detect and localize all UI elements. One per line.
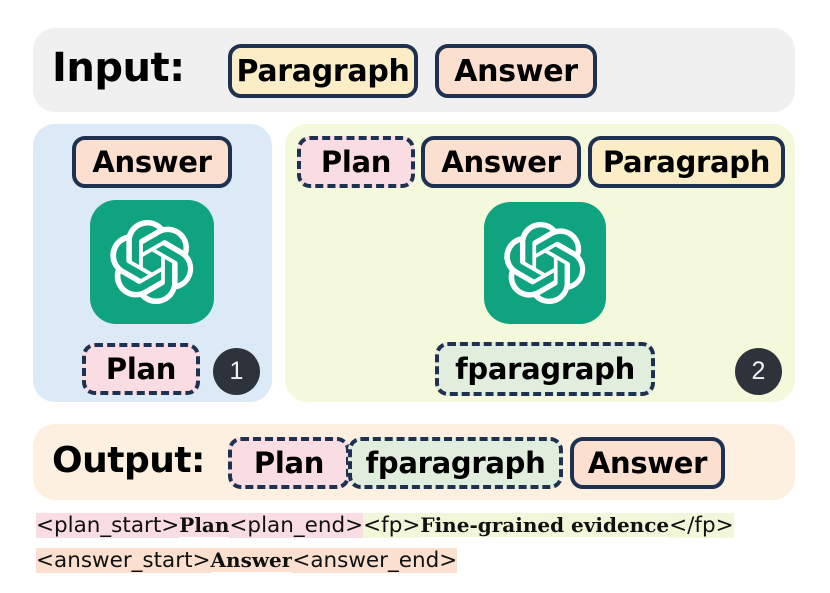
chip-step2-paragraph[interactable]: Paragraph bbox=[588, 136, 785, 188]
answer-value: Answer bbox=[210, 548, 293, 572]
chip-output-answer[interactable]: Answer bbox=[570, 437, 725, 489]
chip-label: Plan bbox=[105, 352, 177, 386]
chip-step2-answer[interactable]: Answer bbox=[421, 136, 581, 188]
openai-logo-icon bbox=[90, 200, 214, 324]
badge-number: 1 bbox=[229, 357, 244, 385]
chip-label: Answer bbox=[454, 53, 578, 89]
chip-label: Plan bbox=[253, 446, 325, 480]
chip-step2-fparagraph[interactable]: fparagraph bbox=[435, 342, 655, 396]
chip-input-answer[interactable]: Answer bbox=[435, 44, 597, 98]
fp-start-tag: <fp> bbox=[363, 513, 421, 538]
sequence-line-2: <answer_start>Answer<answer_end> bbox=[36, 543, 796, 578]
chip-input-paragraph[interactable]: Paragraph bbox=[228, 44, 418, 98]
sequence-line-1: <plan_start>Plan<plan_end><fp>Fine-grain… bbox=[36, 508, 796, 543]
chip-step1-answer[interactable]: Answer bbox=[72, 136, 232, 188]
chip-output-fparagraph[interactable]: fparagraph bbox=[348, 437, 563, 489]
chip-label: Answer bbox=[441, 145, 561, 179]
badge-number: 2 bbox=[751, 357, 766, 385]
chip-label: fparagraph bbox=[455, 352, 635, 386]
chip-label: Paragraph bbox=[602, 145, 771, 179]
generated-sequence-text: <plan_start>Plan<plan_end><fp>Fine-grain… bbox=[36, 508, 796, 578]
chip-step2-plan[interactable]: Plan bbox=[297, 136, 415, 188]
fp-end-tag: </fp> bbox=[669, 513, 734, 538]
plan-end-tag: <plan_end> bbox=[229, 513, 364, 538]
fp-value: Fine-grained evidence bbox=[420, 513, 670, 537]
chip-output-plan[interactable]: Plan bbox=[228, 437, 350, 489]
chip-label: Answer bbox=[587, 446, 708, 480]
input-row-label: Input: bbox=[52, 45, 185, 91]
output-row-label: Output: bbox=[52, 440, 205, 481]
chip-label: Paragraph bbox=[236, 53, 410, 89]
step1-badge: 1 bbox=[213, 348, 260, 395]
chip-label: Answer bbox=[92, 145, 212, 179]
plan-start-tag: <plan_start> bbox=[36, 513, 180, 538]
plan-value: Plan bbox=[179, 513, 230, 537]
step2-badge: 2 bbox=[735, 348, 782, 395]
chip-step1-plan[interactable]: Plan bbox=[82, 343, 200, 395]
chip-label: fparagraph bbox=[365, 446, 546, 480]
chip-label: Plan bbox=[320, 145, 392, 179]
openai-logo-icon bbox=[484, 202, 606, 324]
answer-start-tag: <answer_start> bbox=[36, 548, 211, 573]
answer-end-tag: <answer_end> bbox=[292, 548, 458, 573]
